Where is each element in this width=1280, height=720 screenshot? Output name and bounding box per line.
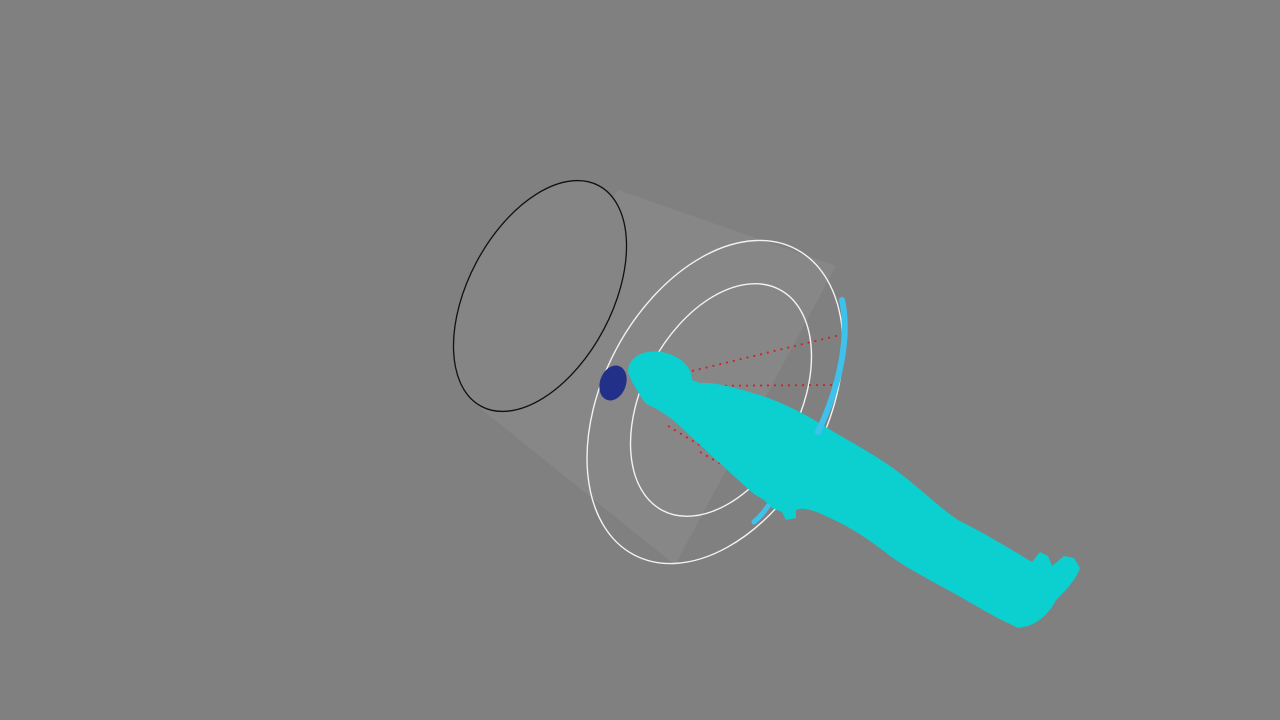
patient-body (628, 351, 1080, 628)
ray-5 (699, 451, 747, 479)
xray-source (599, 365, 627, 401)
detector-array (751, 297, 848, 525)
ray-2 (689, 384, 833, 387)
detector-arc-upper (815, 297, 848, 435)
ray-1 (691, 334, 841, 372)
bore-back-opening (452, 179, 628, 413)
detector-arc-lower (751, 503, 771, 525)
